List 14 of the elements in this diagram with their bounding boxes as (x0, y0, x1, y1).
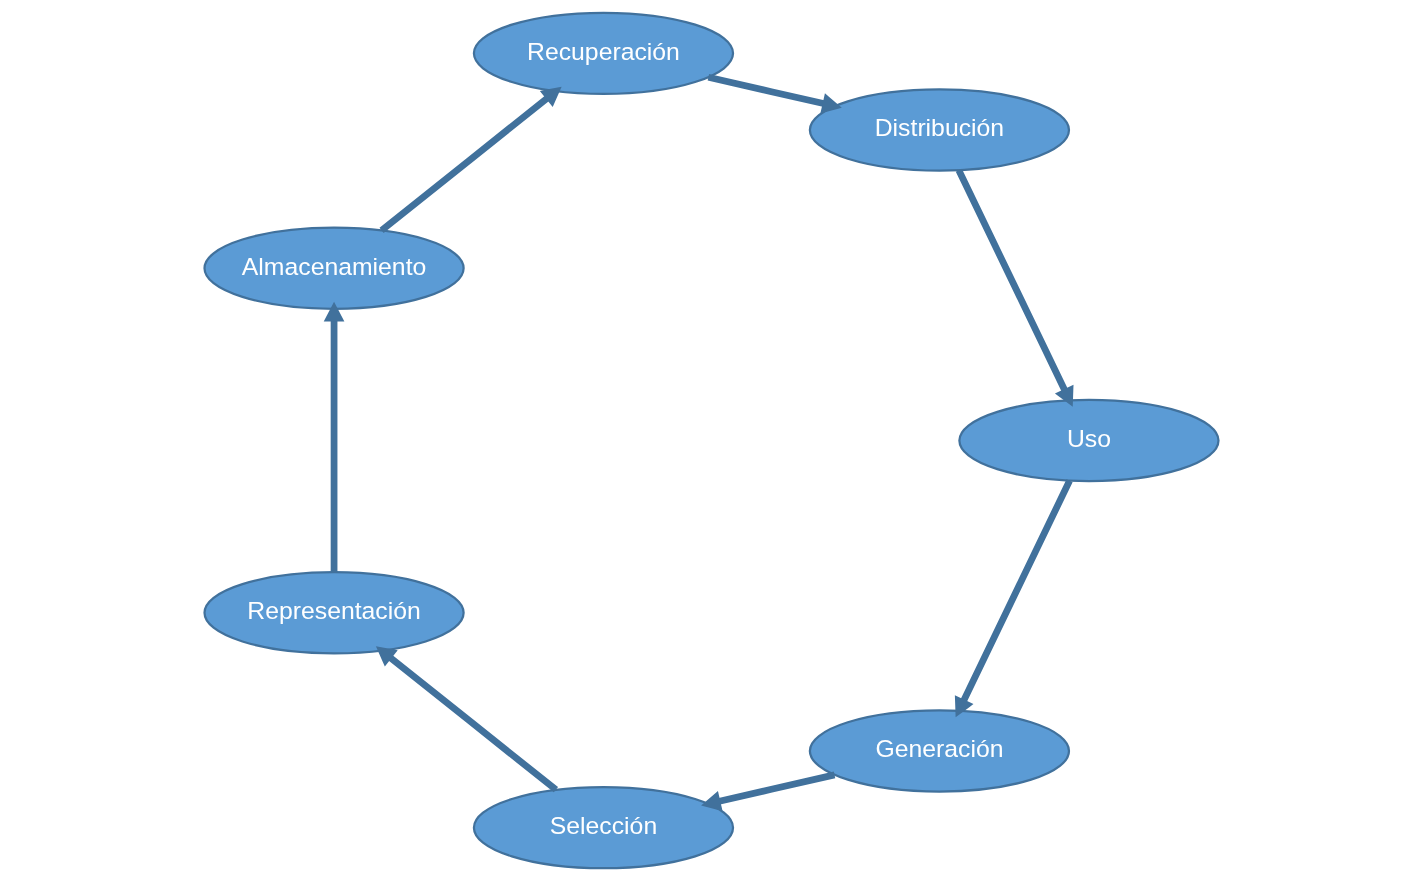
node-ellipse: Almacenamiento (202, 226, 465, 310)
arrow (379, 86, 562, 233)
arrow (375, 646, 558, 793)
node-ellipse: Representación (202, 571, 465, 655)
node-ellipse: Selección (472, 785, 734, 870)
node-ellipse: Distribución (808, 88, 1070, 172)
arrow (707, 74, 842, 114)
node-ellipse: Recuperación (472, 11, 734, 96)
arrow (955, 168, 1073, 407)
node-ellipse: Generación (808, 709, 1070, 793)
arrow (954, 479, 1073, 718)
node-ellipse: Uso (957, 398, 1220, 483)
arrow (323, 301, 344, 572)
arrow (700, 771, 835, 812)
